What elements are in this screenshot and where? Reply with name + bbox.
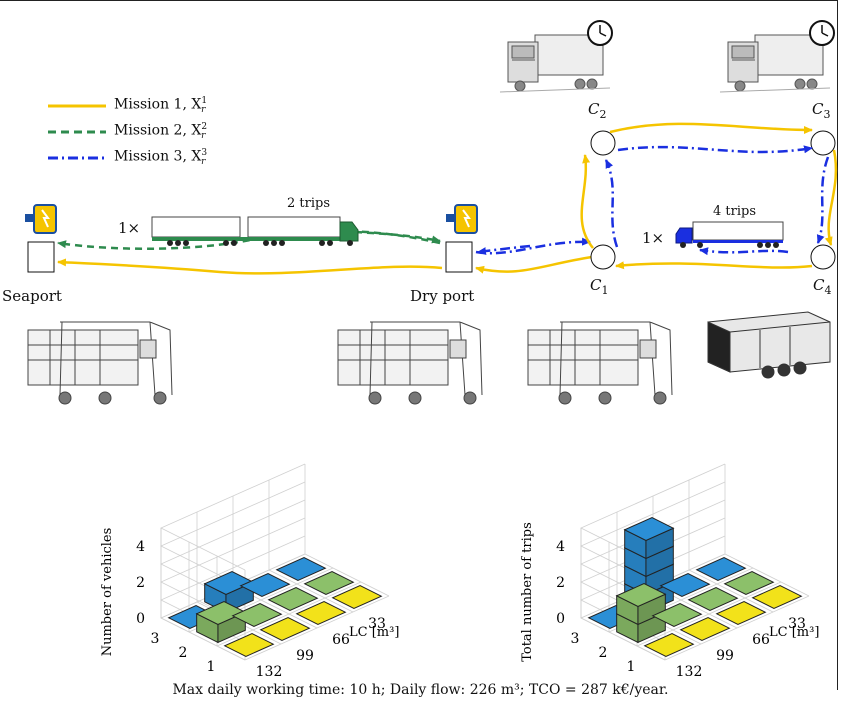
- chart-grid: [160, 463, 390, 661]
- straddle-carrier-sketch: [27, 321, 173, 405]
- z-tick-label: 4: [136, 539, 145, 555]
- y-tick-label: 1: [627, 659, 636, 675]
- bar: [643, 633, 695, 657]
- clock-icon: [587, 20, 613, 46]
- bar: [223, 633, 275, 657]
- customer-node-c3: [810, 130, 836, 156]
- mission3-loop: [816, 156, 830, 244]
- short-truck-icon: [675, 221, 784, 248]
- z-tick-label: 0: [136, 611, 145, 627]
- node-label-c3: C3: [812, 100, 831, 121]
- x-tick-label: 33: [368, 616, 386, 632]
- y-tick-label: 3: [571, 631, 580, 647]
- bar: [303, 571, 355, 595]
- bar: [715, 601, 767, 625]
- bar: [295, 601, 347, 625]
- truck-sketch-c3: [719, 34, 831, 93]
- node-label-c1: C1: [590, 276, 609, 297]
- charging-station-icon: [25, 204, 57, 234]
- y-tick-label: 2: [599, 645, 608, 661]
- node-label-c4: C4: [813, 276, 832, 297]
- bar: [751, 585, 803, 609]
- dry-port-node: [445, 241, 473, 273]
- y-tick-label: 3: [151, 631, 160, 647]
- x-axis-label: LC [m³]: [769, 625, 819, 640]
- straddle-carrier-sketch: [527, 321, 673, 405]
- bar: [231, 603, 283, 627]
- seaport-label: Seaport: [2, 287, 62, 305]
- customer-node-c4: [810, 244, 836, 270]
- y-tick-label: 1: [207, 659, 216, 675]
- legend-label-mission2: Mission 2, X2r: [114, 122, 208, 142]
- z-tick-label: 4: [556, 539, 565, 555]
- charging-station-icon: [446, 204, 478, 234]
- long-truck-icon: [151, 216, 359, 246]
- y-tick-label: 2: [179, 645, 188, 661]
- x-axis-label: LC [m³]: [349, 625, 399, 640]
- z-tick-label: 2: [556, 575, 565, 591]
- dry-port-label: Dry port: [410, 287, 475, 305]
- customer-node-c2: [590, 130, 616, 156]
- bar: [651, 603, 703, 627]
- bar: [723, 571, 775, 595]
- x-tick-label: 99: [716, 648, 734, 664]
- figure-frame: [0, 0, 838, 690]
- bar: [695, 557, 747, 581]
- short-truck-multiplier: 1×: [642, 229, 665, 247]
- bar: [259, 617, 311, 641]
- bar: [275, 557, 327, 581]
- x-tick-label: 66: [752, 632, 770, 648]
- mission1-loop: [609, 122, 813, 134]
- mission3-loop: [699, 247, 789, 256]
- bar: [331, 585, 383, 609]
- z-axis-label: Number of vehicles: [100, 528, 115, 657]
- bar: [687, 587, 739, 611]
- mission1-loop: [824, 149, 838, 246]
- x-tick-label: 132: [256, 664, 283, 680]
- long-truck-trips: 2 trips: [287, 196, 330, 211]
- node-label-c2: C2: [588, 100, 607, 121]
- legend-label-mission3: Mission 3, X3r: [114, 148, 208, 168]
- network-diagram: [25, 20, 838, 405]
- figure-footer: Max daily working time: 10 h; Daily flow…: [172, 682, 669, 698]
- legend-label-mission1: Mission 1, X1r: [114, 96, 208, 116]
- x-tick-label: 66: [332, 632, 350, 648]
- trailer-sketch: [707, 311, 831, 379]
- z-axis-label: Total number of trips: [520, 522, 535, 662]
- bar: [267, 587, 319, 611]
- mission1-loop: [580, 154, 594, 249]
- seaport-node: [27, 241, 55, 273]
- mission2-route: [354, 230, 441, 244]
- bar: [679, 617, 731, 641]
- bar: [659, 573, 711, 597]
- clock-icon: [809, 20, 835, 46]
- truck-sketch-c2: [499, 34, 611, 93]
- mission1-route: [475, 255, 593, 274]
- mission3-loop: [604, 159, 619, 248]
- x-tick-label: 33: [788, 616, 806, 632]
- z-tick-label: 0: [556, 611, 565, 627]
- mission1-route: [57, 258, 443, 275]
- mission1-loop: [615, 261, 813, 270]
- mission3-loop: [617, 145, 813, 154]
- mission3-route: [477, 244, 531, 256]
- short-truck-trips: 4 trips: [713, 204, 756, 219]
- z-tick-label: 2: [136, 575, 145, 591]
- long-truck-multiplier: 1×: [118, 219, 141, 237]
- mission3-route: [475, 237, 591, 255]
- straddle-carrier-sketch: [337, 321, 483, 405]
- x-tick-label: 132: [676, 664, 703, 680]
- customer-node-c1: [590, 244, 616, 270]
- bar: [239, 573, 291, 597]
- x-tick-label: 99: [296, 648, 314, 664]
